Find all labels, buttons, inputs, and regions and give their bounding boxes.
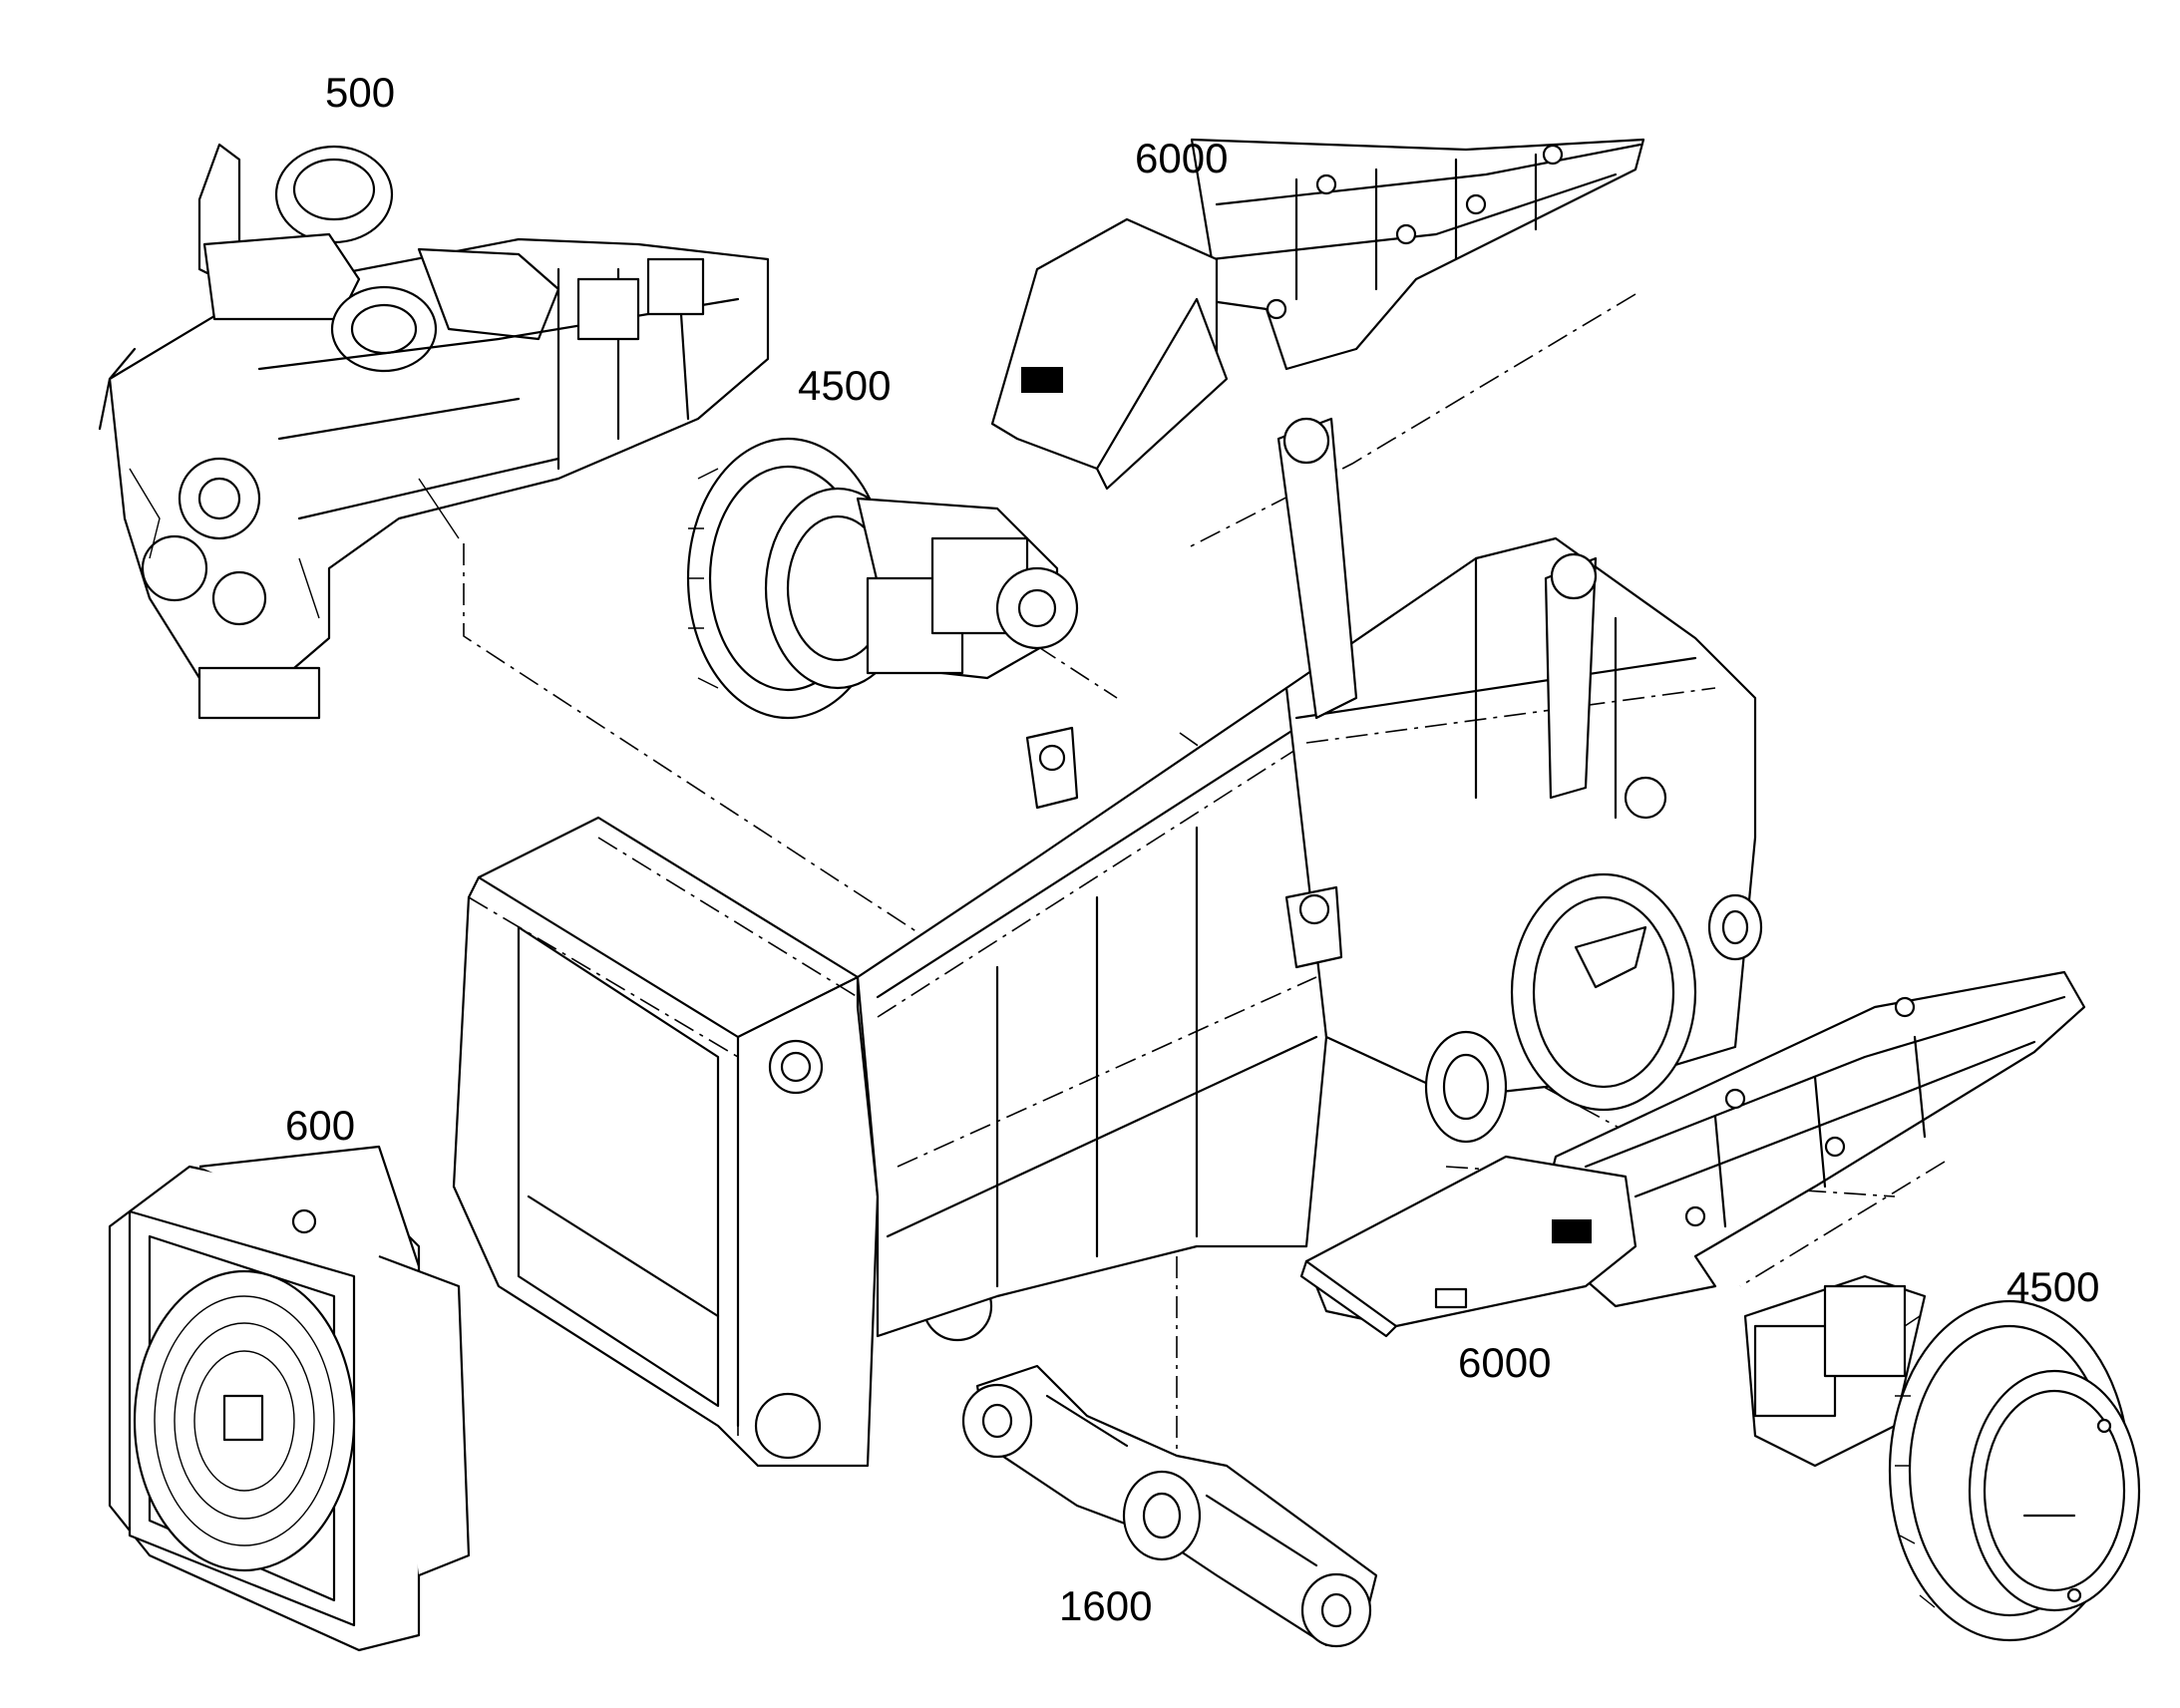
callout-engine: 500 [325,69,396,116]
oscillating-arm [961,1364,1378,1648]
cooler-assembly [108,1145,471,1652]
tank-frame-bottom [1299,970,2086,1338]
travel-drive-top [686,437,1079,720]
vent-grille-bottom [1552,1219,1592,1243]
callout-travel-drive-bottom: 4500 [2006,1263,2100,1310]
callout-travel-drive-top: 4500 [798,362,892,409]
vent-grille-top [1021,367,1063,393]
callout-oscillating-axle: 1600 [1059,1582,1153,1629]
tank-frame-top [990,138,1645,491]
callout-tank-frame-top: 6000 [1135,135,1229,181]
callout-tank-frame-bottom: 6000 [1458,1339,1552,1386]
travel-drive-bottom [1743,1274,2141,1642]
main-frame [452,417,1763,1468]
callout-cooler: 600 [285,1102,356,1149]
engine-assembly [98,143,770,720]
